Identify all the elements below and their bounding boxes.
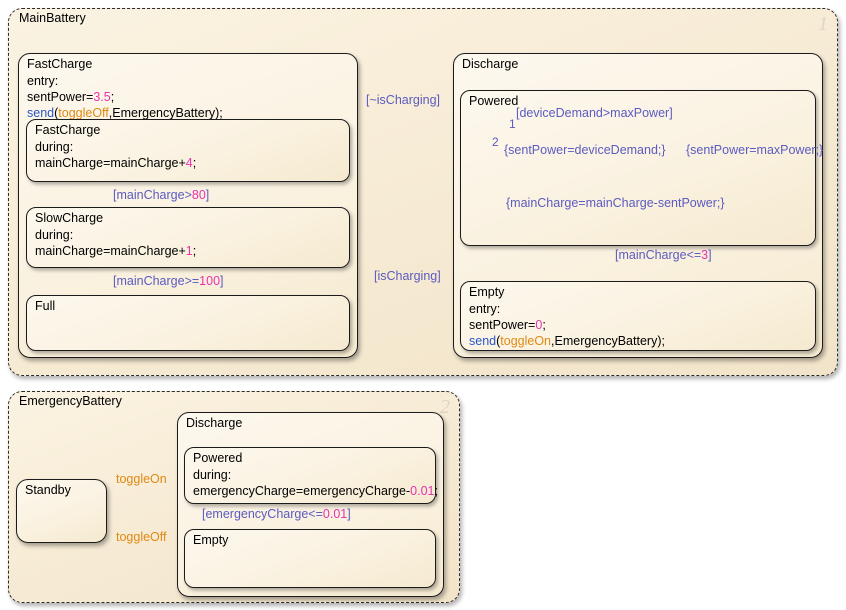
state-powered-emergency-action: emergencyCharge=emergencyCharge-0.01; xyxy=(193,483,438,499)
label-toggle-on: toggleOn xyxy=(116,472,167,486)
sentpower-tail: ; xyxy=(542,318,546,332)
sentpower-value: 0 xyxy=(535,318,543,332)
action-value: 0.01 xyxy=(410,484,435,498)
state-fastcharge-sub-title: FastCharge xyxy=(35,123,101,137)
action-tail: ; xyxy=(192,156,197,170)
state-powered-emergency-during: during: xyxy=(193,468,232,482)
chart-emergencybattery-number: 2 xyxy=(440,396,450,418)
sentpower-value: 3.5 xyxy=(93,90,111,104)
state-slowcharge[interactable]: SlowCharge during: mainCharge=mainCharge… xyxy=(26,207,350,268)
label-value: 100 xyxy=(199,274,221,288)
label-junction-action-right: {sentPower=maxPower;} xyxy=(686,143,824,157)
action-expr: mainCharge=mainCharge+ xyxy=(35,156,186,170)
state-empty-main-send: send(toggleOn,EmergencyBattery); xyxy=(469,334,665,348)
send-event: toggleOn xyxy=(500,334,552,348)
state-discharge-emergency-title: Discharge xyxy=(186,416,243,430)
label-junction-action-left: {sentPower=deviceDemand;} xyxy=(504,143,666,157)
label-fast-to-slow: [mainCharge>80] xyxy=(113,188,209,203)
state-fastcharge-super-sentpower: sentPower=3.5; xyxy=(27,90,115,104)
sentpower-label: sentPower= xyxy=(469,318,536,332)
state-slowcharge-during: during: xyxy=(35,228,74,242)
label-prefix: [emergencyCharge<= xyxy=(202,507,323,521)
label-toggle-off: toggleOff xyxy=(116,530,167,544)
label-junction-branch-1: 1 xyxy=(509,117,516,131)
chart-emergencybattery-label: EmergencyBattery xyxy=(19,394,122,408)
label-prefix: [mainCharge> xyxy=(113,188,192,202)
state-powered-emergency[interactable]: Powered during: emergencyCharge=emergenc… xyxy=(184,447,438,504)
state-standby[interactable]: Standby xyxy=(16,479,107,543)
send-keyword: send xyxy=(27,106,55,120)
state-empty-emergency-title: Empty xyxy=(193,533,229,547)
state-powered-emergency-title: Powered xyxy=(193,451,243,465)
state-empty-main[interactable]: Empty entry: sentPower=0; send(toggleOn,… xyxy=(460,281,816,351)
label-junction-action-bottom: {mainCharge=mainCharge-sentPower;} xyxy=(506,196,725,210)
label-value: 80 xyxy=(191,188,206,202)
label-suffix: ] xyxy=(708,248,712,262)
label-junction-branch-2: 2 xyxy=(492,135,499,149)
state-slowcharge-title: SlowCharge xyxy=(35,211,104,225)
send-event: toggleOff xyxy=(58,106,109,120)
label-suffix: ] xyxy=(205,188,210,202)
state-fastcharge-super-entry-keyword: entry: xyxy=(27,74,59,88)
chart-mainbattery-label: MainBattery xyxy=(19,11,86,25)
state-slowcharge-action: mainCharge=mainCharge+1; xyxy=(35,243,196,259)
state-powered-main-title: Powered xyxy=(469,94,519,108)
state-empty-main-entry: entry: xyxy=(469,302,501,316)
label-prefix: [mainCharge<= xyxy=(615,248,702,262)
label-value: 0.01 xyxy=(322,507,348,521)
state-fastcharge-super-send: send(toggleOff,EmergencyBattery); xyxy=(27,106,223,120)
state-fastcharge-super-title: FastCharge xyxy=(27,57,93,71)
state-fastcharge-sub-during: during: xyxy=(35,140,74,154)
state-full-title: Full xyxy=(35,299,56,313)
label-suffix: ] xyxy=(347,507,351,521)
action-expr: emergencyCharge=emergencyCharge- xyxy=(193,484,411,498)
label-discharge-to-charge: [isCharging] xyxy=(374,269,441,283)
state-powered-main[interactable]: Powered xyxy=(460,90,816,246)
label-charge-to-discharge: [~isCharging] xyxy=(366,93,440,107)
state-discharge-main-title: Discharge xyxy=(462,57,519,71)
state-standby-title: Standby xyxy=(25,483,71,497)
label-prefix: [mainCharge>= xyxy=(113,274,200,288)
action-value: 1 xyxy=(185,244,193,258)
state-empty-emergency[interactable]: Empty xyxy=(184,529,436,588)
state-fastcharge-sub-action: mainCharge=mainCharge+4; xyxy=(35,155,196,171)
send-target: EmergencyBattery xyxy=(554,334,658,348)
action-expr: mainCharge=mainCharge+ xyxy=(35,244,186,258)
chart-mainbattery-number: 1 xyxy=(818,13,828,35)
label-value: 3 xyxy=(701,248,709,262)
action-tail: ; xyxy=(434,484,438,498)
send-keyword: send xyxy=(469,334,497,348)
label-emergency-powered-to-empty: [emergencyCharge<=0.01] xyxy=(202,507,351,522)
label-junction-condition-top: [deviceDemand>maxPower] xyxy=(516,106,673,120)
label-powered-to-empty: [mainCharge<=3] xyxy=(615,248,712,263)
state-full[interactable]: Full xyxy=(26,295,350,351)
state-empty-main-title: Empty xyxy=(469,285,505,299)
state-fastcharge-sub[interactable]: FastCharge during: mainCharge=mainCharge… xyxy=(26,119,350,182)
label-suffix: ] xyxy=(220,274,224,288)
state-empty-main-sentpower: sentPower=0; xyxy=(469,317,546,333)
action-value: 4 xyxy=(185,156,193,170)
label-slow-to-full: [mainCharge>=100] xyxy=(113,274,224,289)
action-tail: ; xyxy=(192,244,197,258)
send-target: EmergencyBattery xyxy=(112,106,216,120)
